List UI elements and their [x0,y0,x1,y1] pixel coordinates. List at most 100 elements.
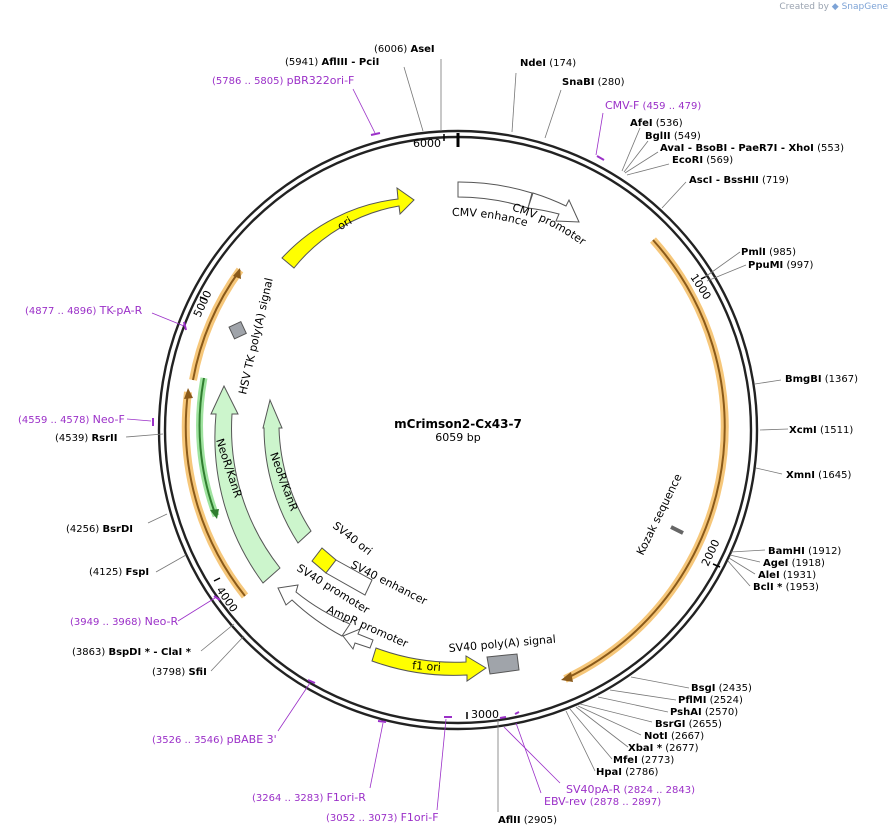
enzyme-label: BclI * [753,582,783,593]
svg-text:BsgI (2435): BsgI (2435) [691,683,752,694]
ampr-promoter-feature[interactable] [342,628,374,651]
svg-text:EBV-rev (2878 .. 2897): EBV-rev (2878 .. 2897) [544,795,661,808]
primer-label: Neo-F [93,413,125,426]
coordinate-ticks [199,134,721,719]
neor-kanr-inner-feature[interactable] [262,398,312,544]
primer-label: TK-pA-R [99,304,143,317]
primer-pos: (3526 .. 3546) [152,735,224,746]
svg-text:(3052 .. 3073) F1ori-F: (3052 .. 3073) F1ori-F [326,811,439,824]
snapgene-credit: Created by ◆ SnapGene [779,2,888,12]
enzyme-label: AgeI [763,558,788,569]
enzyme-pos: (536) [656,118,683,129]
svg-text:(3526 .. 3546) pBABE 3': (3526 .. 3546) pBABE 3' [152,733,277,746]
enzyme-pos: (2570) [705,707,738,718]
enzyme-label: PmlI [741,247,766,258]
primer-label: SV40pA-R [566,783,621,796]
enzyme-label: RsrII [91,433,117,444]
primer-pos: (459 .. 479) [643,101,702,112]
orf-arc-left [181,267,249,599]
enzyme-pos: (174) [549,58,576,69]
primer-label: F1ori-F [401,811,439,824]
cmv-promoter-feature[interactable] [527,192,580,223]
enzyme-pos: (2905) [524,815,557,826]
svg-text:AleI (1931): AleI (1931) [758,570,816,581]
credit-prefix: Created by [779,2,829,12]
primer-label: F1ori-R [327,791,367,804]
enzyme-label: PshAI [670,707,702,718]
enzyme-pos: (2677) [665,743,698,754]
primer-pos: (2824 .. 2843) [624,785,696,796]
svg-text:BglII (549): BglII (549) [645,131,701,142]
primer-label: EBV-rev [544,795,587,808]
enzyme-label: XmnI [786,470,815,481]
enzyme-label: AseI [410,44,434,55]
svg-text:SV40pA-R (2824 .. 2843): SV40pA-R (2824 .. 2843) [566,783,695,796]
svg-text:AfeI (536): AfeI (536) [630,118,683,129]
ori-feature[interactable] [281,186,415,269]
svg-text:HpaI (2786): HpaI (2786) [596,767,659,778]
svg-text:AflII (2905): AflII (2905) [498,815,557,826]
sv40-polya-feature[interactable] [486,653,520,675]
enzyme-pos: (4256) [66,524,99,535]
enzyme-label: AflIII - PciI [321,57,379,68]
neor-kanr-outer-feature[interactable] [210,384,281,584]
svg-text:PpuMI (997): PpuMI (997) [748,260,813,271]
enzyme-pos: (997) [786,260,813,271]
plasmid-name: mCrimson2-Cx43-7 [394,417,522,431]
enzyme-pos: (2786) [625,767,658,778]
enzyme-pos: (6006) [374,44,407,55]
primer-pos: (4877 .. 4896) [25,306,97,317]
enzyme-label: BspDI * - ClaI * [108,647,191,658]
sv40-ori-label: SV40 ori [330,519,374,558]
svg-text:BamHI (1912): BamHI (1912) [768,546,841,557]
svg-text:(4539) RsrII: (4539) RsrII [55,433,117,444]
cmv-enhancer-label: CMV enhancer [0,0,530,229]
enzyme-label: BsrGI [655,719,685,730]
sv40-enhancer-feature[interactable] [325,559,373,596]
primer-pos: (3264 .. 3283) [252,793,324,804]
enzyme-label: FspI [125,567,149,578]
enzyme-label: BsrDI [102,524,133,535]
ori-label: ori [335,214,354,233]
enzyme-pos: (280) [598,77,625,88]
enzyme-label: AflII [498,815,521,826]
svg-text:BclI * (1953): BclI * (1953) [753,582,819,593]
enzyme-pos: (3798) [152,667,185,678]
svg-text:AvaI - BsoBI - PaeR7I - Xho: AvaI - BsoBI - PaeR7I - XhoI (553) [660,143,844,154]
svg-text:(3863) BspDI * - ClaI *: (3863) BspDI * - ClaI * [72,647,192,658]
svg-text:PflMI (2524): PflMI (2524) [678,695,743,706]
primer-labels: (5786 .. 5805) pBR322ori-F CMV-F (459 ..… [18,74,701,824]
primer-pos: (4559 .. 4578) [18,415,90,426]
enzyme-pos: (4539) [55,433,88,444]
enzyme-leader-lines [125,59,789,812]
enzyme-pos: (2773) [641,755,674,766]
enzyme-pos: (569) [706,155,733,166]
enzyme-pos: (1931) [783,570,816,581]
tick-3000: 3000 [471,708,499,721]
primer-marks [152,132,605,723]
enzyme-pos: (1367) [825,374,858,385]
enzyme-label: PpuMI [748,260,783,271]
enzyme-label: XbaI * [628,743,663,754]
enzyme-pos: (1511) [820,425,853,436]
enzyme-label: MfeI [613,755,638,766]
primer-label: Neo-R [145,615,179,628]
kozak-feature[interactable] [670,525,684,535]
enzyme-labels: (6006) AseI (5941) AflIII - PciI NdeI (1… [55,44,858,826]
enzyme-label: BglII [645,131,671,142]
enzyme-label: BsgI [691,683,715,694]
enzyme-pos: (553) [817,143,844,154]
enzyme-label: AscI - BssHII [689,175,759,186]
hsv-tk-polya-feature[interactable] [228,320,247,340]
snapgene-logo-icon: ◆ [831,2,839,12]
sv40-promoter-feature[interactable] [277,584,351,637]
primer-label: pBR322ori-F [287,74,355,87]
svg-text:AscI - BssHII (719): AscI - BssHII (719) [689,175,789,186]
credit-brand: SnapGene [841,2,888,12]
enzyme-pos: (2667) [671,731,704,742]
svg-text:(5941) AflIII - PciI: (5941) AflIII - PciI [285,57,379,68]
enzyme-pos: (1645) [818,470,851,481]
f1-ori-feature[interactable] [371,647,487,682]
enzyme-label: EcoRI [672,155,703,166]
primer-leader-lines [126,88,604,811]
